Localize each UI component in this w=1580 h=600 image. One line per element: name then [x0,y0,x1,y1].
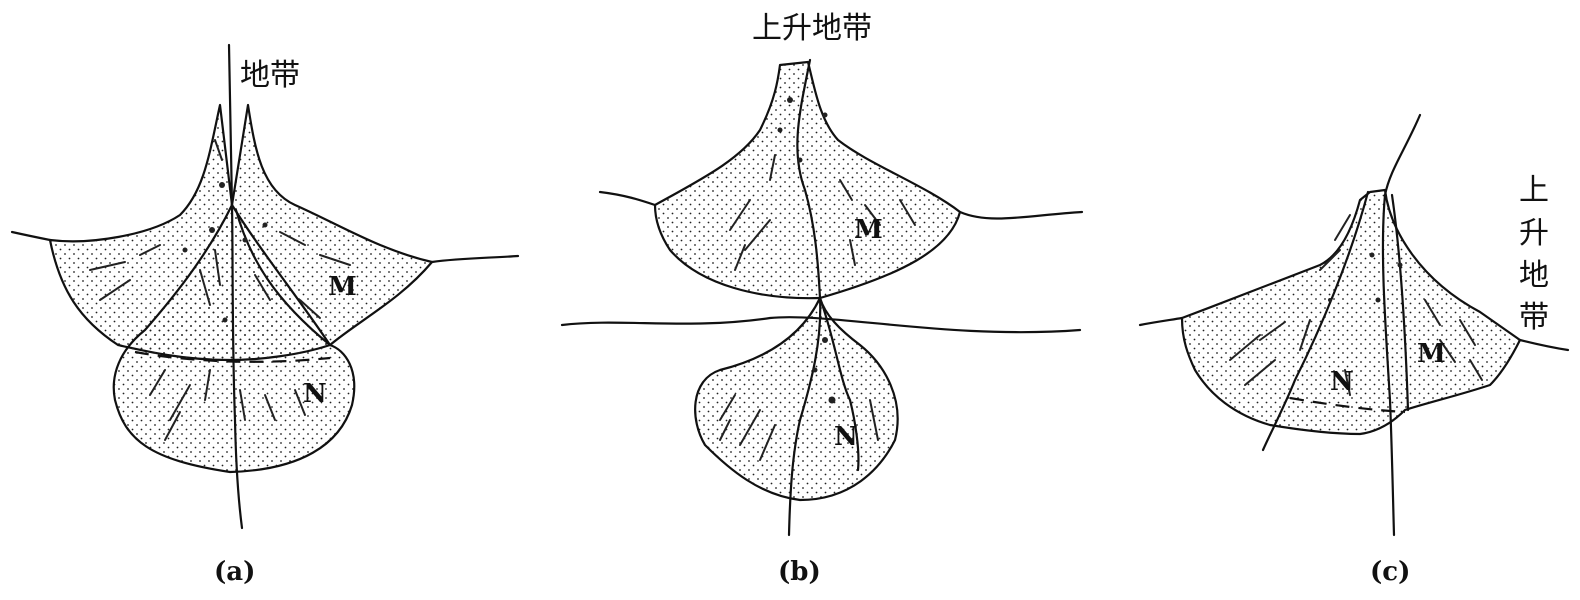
panel-c-zone-m: M [1417,339,1446,369]
panel-b-texture [719,97,916,461]
panel-c-zone-n: N [1330,367,1354,397]
panel-b-caption: (b) [778,557,821,587]
panel-a-zone-m: M [328,272,357,302]
panel-a-axis-line [227,43,244,530]
panel-c-uplift-char: 升 [1519,216,1549,251]
panel-c-fault-main [1381,113,1422,537]
panel-a-zone-boundary [134,350,331,363]
panel-a: M N 地带 (a) [10,43,520,587]
panel-c-uplift-char: 上 [1519,173,1549,208]
panel-c-zone-boundary [1289,396,1406,414]
panel-c-horizon-right [1518,338,1570,352]
panel-c-inner-line [1390,193,1410,412]
panel-a-caption: (a) [214,557,255,587]
panel-b-fan-n [694,296,899,502]
panel-c-texture [1229,214,1483,396]
panel-b-horizon-upper-left [598,190,657,207]
panel-c-uplift-label: 上 升 地 带 [1519,173,1549,335]
panel-c-uplift-char: 带 [1519,300,1549,335]
panel-b-zone-n: N [834,422,858,452]
panel-a-horizon-left [10,230,52,242]
panel-a-inner-line [234,208,332,347]
panel-c-fan-m [1180,188,1522,436]
panel-c-uplift-char: 地 [1519,258,1549,293]
panel-c-horizon-left [1138,316,1184,327]
panel-b-inner-line [818,296,860,472]
panel-c-fault-left [1261,190,1370,452]
panel-c: M N 上 升 地 带 (c) [1138,113,1570,587]
panel-b-fan-m [653,60,962,300]
panel-b-horizon-upper-right [958,210,1084,220]
panel-c-caption: (c) [1370,557,1410,587]
panel-b-uplift-label: 上升地带 [752,11,872,46]
panel-a-uplift-label: 地带 [240,58,300,93]
panel-b: M N 上升地带 (b) [560,11,1084,587]
panel-a-horizon-right [430,254,520,264]
panel-b-zone-m: M [854,215,883,245]
panel-a-zone-n: N [303,379,327,409]
panel-a-texture [89,139,351,441]
panel-b-horizon-lower [560,316,1082,334]
